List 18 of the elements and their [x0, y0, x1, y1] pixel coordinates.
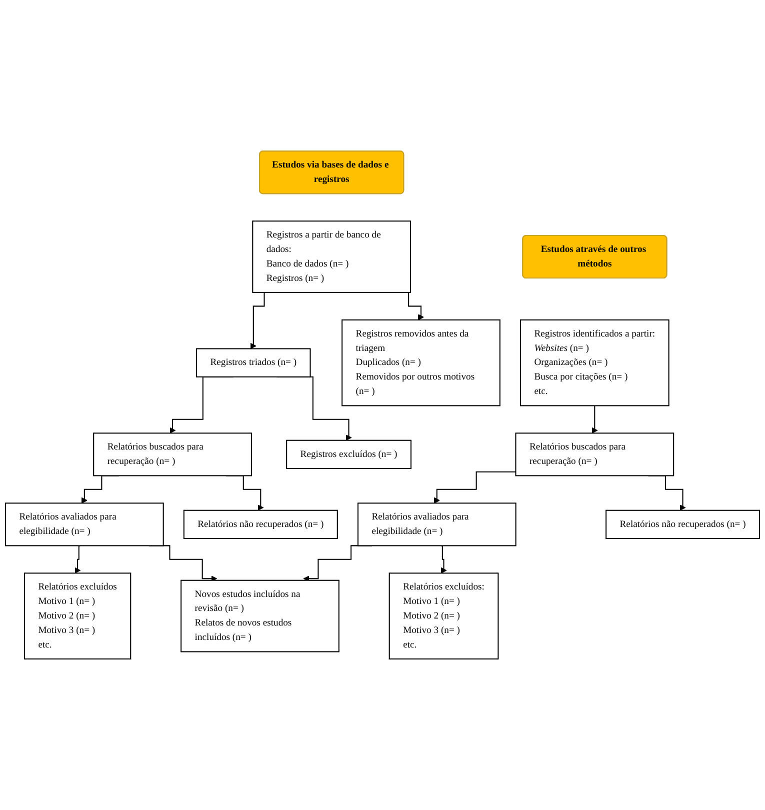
- node-box: Registros triados (n= ): [196, 348, 311, 378]
- node-box: Relatórios avaliados para elegibilidade (n= ): [4, 502, 164, 546]
- node-box: Registros identificados a partir: Websites (n= ) Organizações (n= ) Busca por citações (n= ) etc.: [520, 319, 670, 406]
- node-box: Relatórios excluídos Motivo 1 (n= ) Motivo 2 (n= ) Motivo 3 (n= ) etc.: [24, 572, 132, 660]
- node-box: Relatórios buscados para recuperação (n= ): [93, 432, 252, 476]
- node-box: Registros removidos antes da triagem Duplicados (n= ) Removidos por outros motivos (n= ): [342, 319, 500, 406]
- node-box: Relatórios excluídos: Motivo 1 (n= ) Motivo 2 (n= ) Motivo 3 (n= ) etc.: [388, 572, 499, 660]
- node-box: Relatórios avaliados para elegibilidade (n= ): [357, 502, 516, 546]
- node-box: Registros a partir de banco de dados: Banco de dados (n= ) Registros (n= ): [252, 220, 412, 293]
- arrow: [434, 471, 516, 504]
- node-box: Relatórios buscados para recuperação (n= ): [515, 432, 674, 476]
- arrow: [592, 405, 598, 434]
- arrow: [440, 545, 447, 574]
- node-box: Relatórios não recuperados (n= ): [183, 510, 338, 539]
- node-box: Registros excluídos (n= ): [286, 440, 412, 469]
- arrow: [74, 545, 81, 574]
- node-box: Relatórios não recuperados (n= ): [606, 510, 760, 539]
- node-box: Novos estudos incluídos na revisão (n= ) Relatos de novos estudos incluídos (n= ): [180, 580, 340, 652]
